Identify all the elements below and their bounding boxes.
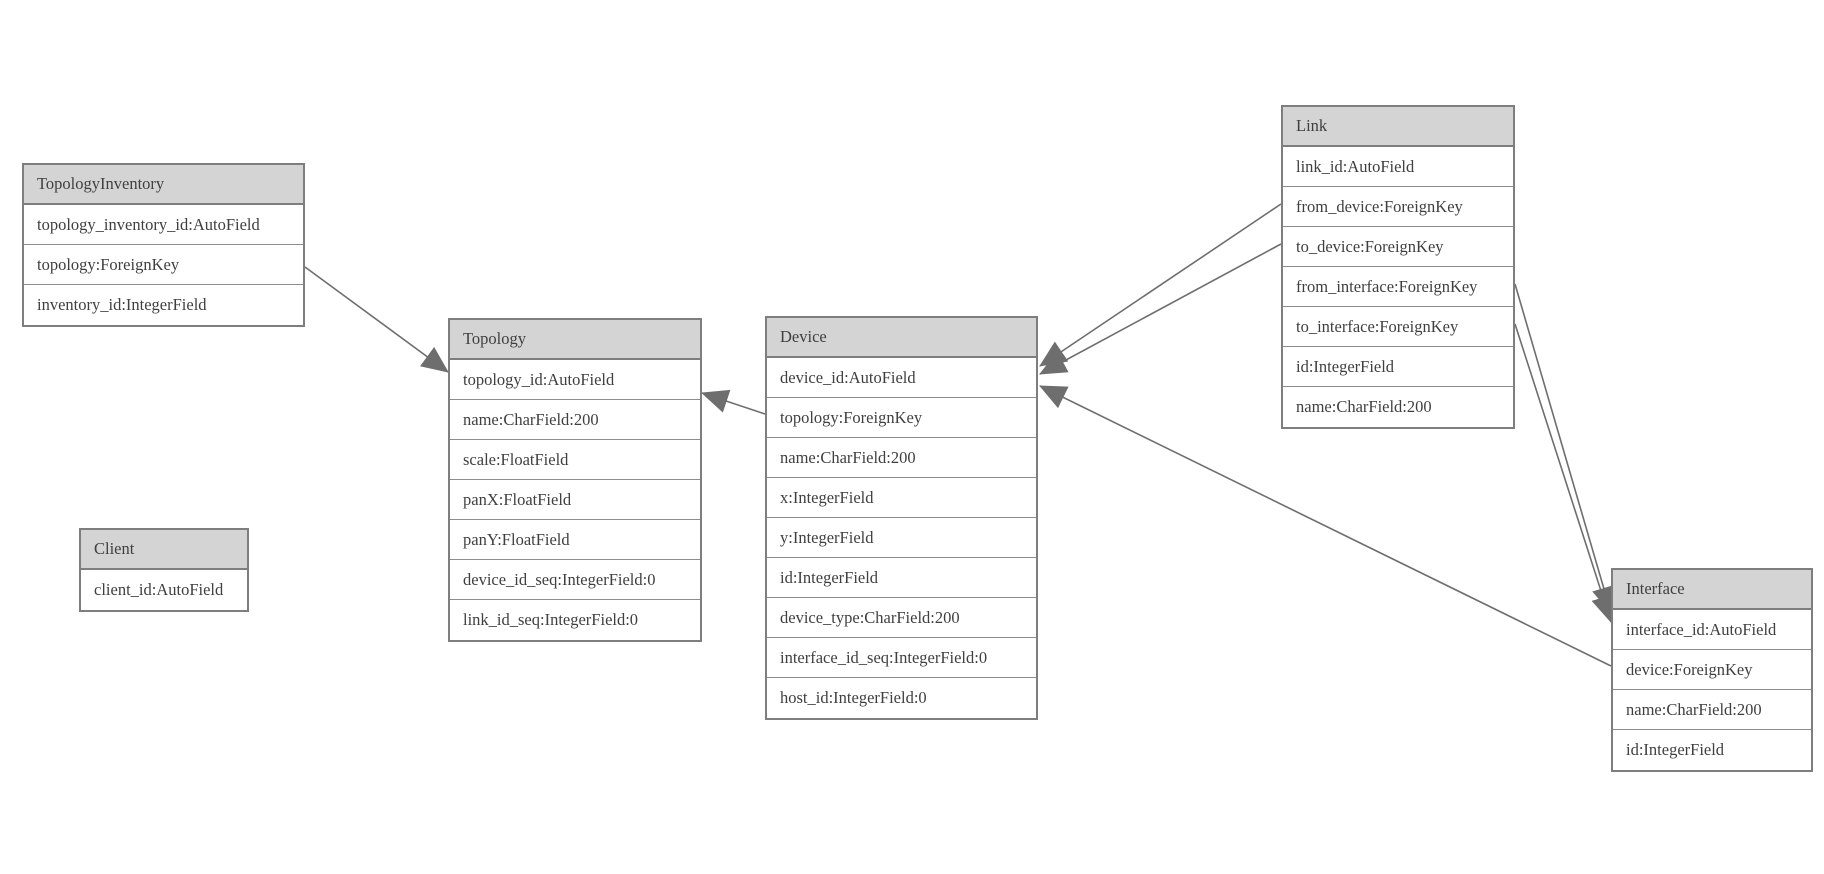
entity-field-row: link_id:AutoField	[1283, 147, 1513, 187]
entity-field-row: name:CharField:200	[1283, 387, 1513, 427]
entity-field-row: to_interface:ForeignKey	[1283, 307, 1513, 347]
entity-field-row: topology_inventory_id:AutoField	[24, 205, 303, 245]
relationship-Link.to_interface-to-Interface.interface_id	[1514, 323, 1615, 623]
entity-field-row: to_device:ForeignKey	[1283, 227, 1513, 267]
entity-field-row: device_type:CharField:200	[767, 598, 1036, 638]
entity-title: Link	[1283, 107, 1513, 147]
entity-field-row: topology_id:AutoField	[450, 360, 700, 400]
relationship-Link.to_device-to-Device.device_id	[1039, 243, 1282, 375]
relationship-Link.from_device-to-Device.device_id	[1039, 203, 1282, 367]
entity-field-row: device_id_seq:IntegerField:0	[450, 560, 700, 600]
entity-field-row: panX:FloatField	[450, 480, 700, 520]
entity-field-row: topology:ForeignKey	[24, 245, 303, 285]
entity-title: Client	[81, 530, 247, 570]
entity-field-row: y:IntegerField	[767, 518, 1036, 558]
entity-field-row: inventory_id:IntegerField	[24, 285, 303, 325]
entity-field-row: panY:FloatField	[450, 520, 700, 560]
entity-field-row: client_id:AutoField	[81, 570, 247, 610]
entity-field-row: interface_id:AutoField	[1613, 610, 1811, 650]
entity-title: Topology	[450, 320, 700, 360]
entity-field-row: host_id:IntegerField:0	[767, 678, 1036, 718]
entity-field-row: name:CharField:200	[767, 438, 1036, 478]
relationship-Link.from_interface-to-Interface.interface_id	[1514, 283, 1616, 614]
entity-title: TopologyInventory	[24, 165, 303, 205]
entity-field-row: id:IntegerField	[767, 558, 1036, 598]
entity-field-row: name:CharField:200	[450, 400, 700, 440]
relationship-TopologyInventory.topology-to-Topology.topology_id	[304, 266, 449, 373]
relationship-Device.topology-to-Topology.topology_id	[701, 389, 766, 415]
entity-title: Device	[767, 318, 1036, 358]
entity-field-row: from_interface:ForeignKey	[1283, 267, 1513, 307]
entity-title: Interface	[1613, 570, 1811, 610]
entity-field-row: interface_id_seq:IntegerField:0	[767, 638, 1036, 678]
entity-field-row: topology:ForeignKey	[767, 398, 1036, 438]
entity-field-row: id:IntegerField	[1283, 347, 1513, 387]
entity-field-row: device:ForeignKey	[1613, 650, 1811, 690]
entity-field-row: from_device:ForeignKey	[1283, 187, 1513, 227]
entity-field-row: name:CharField:200	[1613, 690, 1811, 730]
entity-field-row: link_id_seq:IntegerField:0	[450, 600, 700, 640]
entity-field-row: x:IntegerField	[767, 478, 1036, 518]
entity-field-row: device_id:AutoField	[767, 358, 1036, 398]
entity-field-row: id:IntegerField	[1613, 730, 1811, 770]
entity-field-row: scale:FloatField	[450, 440, 700, 480]
